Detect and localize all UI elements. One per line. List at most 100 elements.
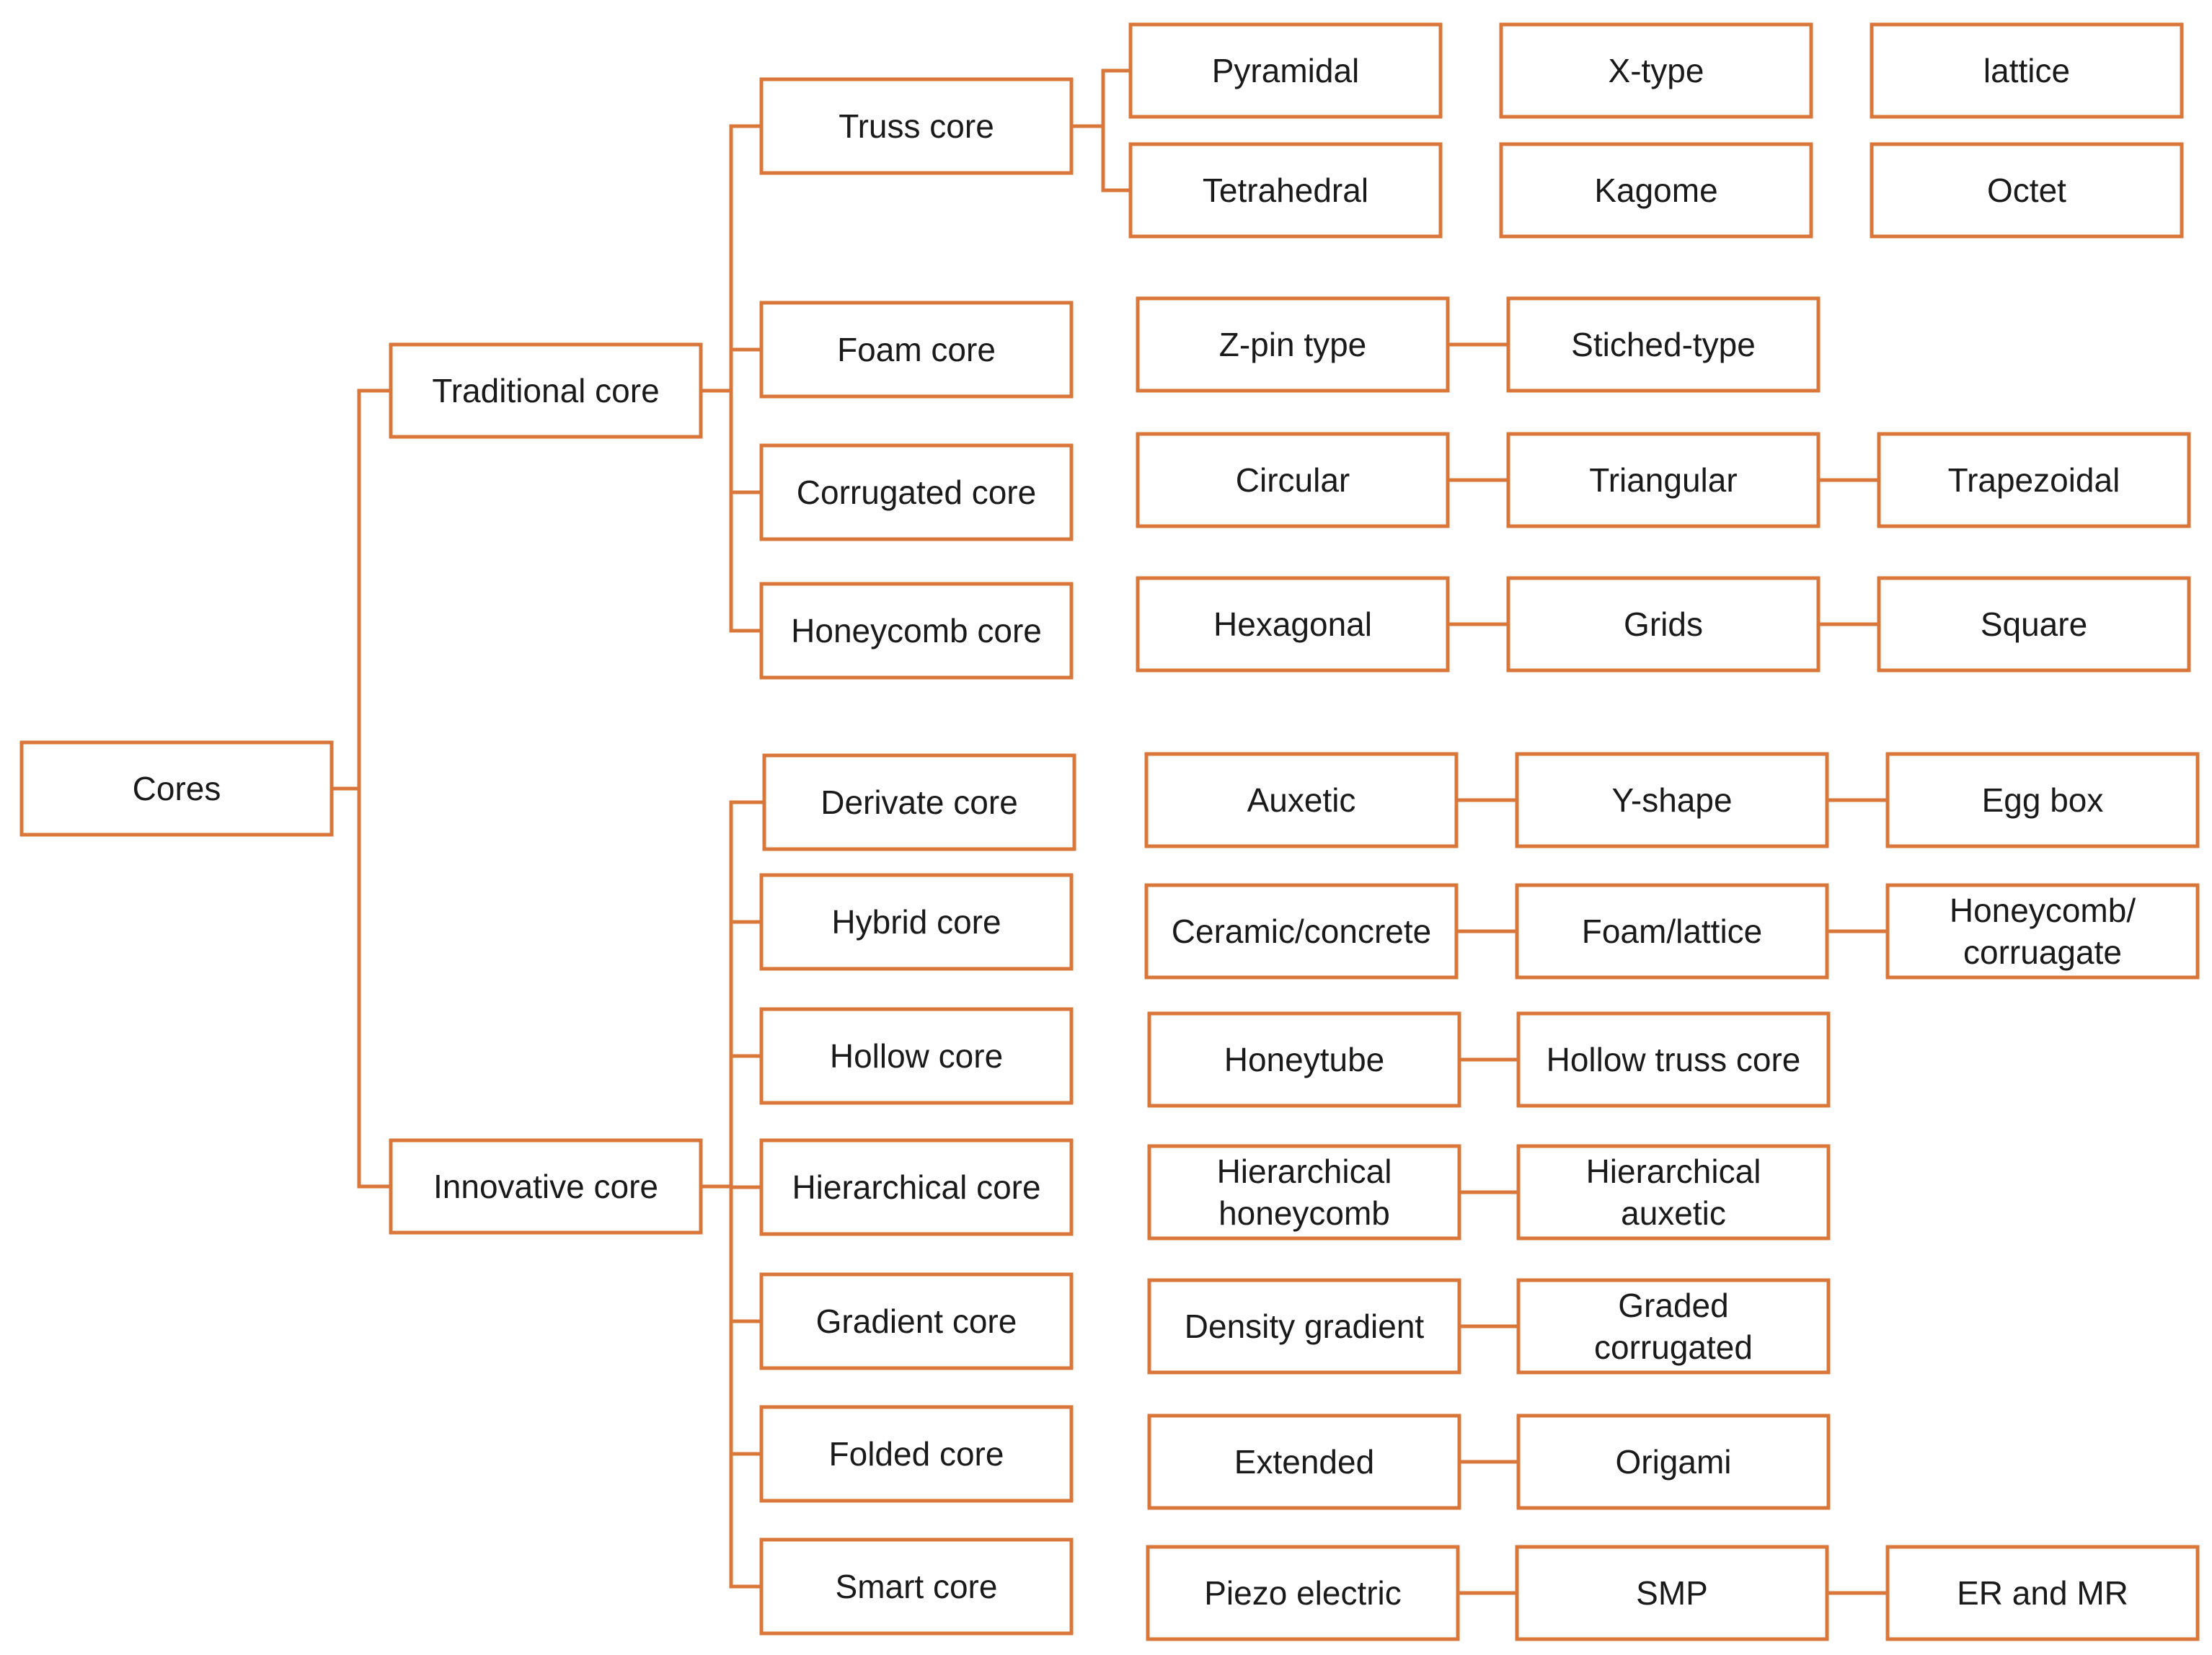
category-gradient-core-frame — [759, 1272, 1074, 1370]
example-auxetic: Auxetic — [1144, 752, 1459, 848]
category-hierarchical-core-frame — [759, 1138, 1074, 1236]
example-graded-corrugated-frame — [1516, 1278, 1831, 1375]
category-gradient-core-label: Gradient core — [816, 1303, 1017, 1340]
example-lattice-frame — [1870, 22, 2184, 119]
category-smart-core-frame — [759, 1538, 1074, 1636]
category-honeycomb-core-frame — [759, 582, 1074, 680]
category-folded-core: Folded core — [759, 1405, 1074, 1503]
example-foam-lattice: Foam/lattice — [1515, 883, 1829, 980]
example-triangular-label: Triangular — [1589, 461, 1737, 499]
example-auxetic-label: Auxetic — [1247, 781, 1356, 819]
example-grids-label: Grids — [1624, 605, 1703, 643]
category-foam-core-frame — [759, 301, 1074, 399]
category-folded-core-frame — [759, 1405, 1074, 1503]
example-circular-label: Circular — [1236, 461, 1350, 499]
example-hollow-truss-core-label: Hollow truss core — [1547, 1041, 1801, 1078]
category-truss-core-label: Truss core — [839, 107, 994, 145]
example-auxetic-frame — [1144, 752, 1459, 848]
example-hexagonal-label: Hexagonal — [1213, 605, 1372, 643]
example-grids: Grids — [1506, 576, 1821, 673]
example-ceramic-concrete: Ceramic/concrete — [1144, 883, 1459, 980]
example-z-pin-type-label: Z-pin type — [1219, 326, 1367, 363]
category-folded-core-label: Folded core — [829, 1435, 1004, 1473]
example-egg-box-label: Egg box — [1982, 781, 2104, 819]
example-triangular-frame — [1506, 432, 1821, 528]
root-node-cores-label: Cores — [133, 770, 221, 807]
example-triangular: Triangular — [1506, 432, 1821, 528]
category-hollow-core-label: Hollow core — [830, 1037, 1003, 1075]
example-foam-lattice-frame — [1515, 883, 1829, 980]
category-honeycomb-core: Honeycomb core — [759, 582, 1074, 680]
root-node-cores: Cores — [19, 740, 334, 837]
root-node-cores-frame — [19, 740, 334, 837]
category-smart-core-label: Smart core — [836, 1568, 998, 1605]
category-hierarchical-core: Hierarchical core — [759, 1138, 1074, 1236]
group-innovative-core-frame — [389, 1138, 703, 1235]
example-piezo-electric: Piezo electric — [1146, 1545, 1460, 1641]
example-hierarchical-auxetic-frame — [1516, 1144, 1831, 1241]
example-smp-label: SMP — [1636, 1574, 1708, 1612]
category-corrugated-core-label: Corrugated core — [797, 474, 1036, 511]
example-lattice: lattice — [1870, 22, 2184, 119]
example-trapezoidal-frame — [1877, 432, 2191, 528]
category-derivate-core: Derivate core — [762, 753, 1076, 851]
example-pyramidal-label: Pyramidal — [1212, 52, 1360, 89]
example-hollow-truss-core-frame — [1516, 1011, 1831, 1108]
group-innovative-core: Innovative core — [389, 1138, 703, 1235]
example-piezo-electric-frame — [1146, 1545, 1460, 1641]
category-foam-core: Foam core — [759, 301, 1074, 399]
category-derivate-core-frame — [762, 753, 1076, 851]
example-er-and-mr-frame — [1885, 1545, 2200, 1641]
category-smart-core: Smart core — [759, 1538, 1074, 1636]
example-kagome: Kagome — [1499, 142, 1813, 239]
example-foam-lattice-label: Foam/lattice — [1582, 913, 1763, 950]
example-extended-frame — [1147, 1414, 1461, 1510]
example-y-shape-frame — [1515, 752, 1829, 848]
example-y-shape: Y-shape — [1515, 752, 1829, 848]
example-smp-frame — [1515, 1545, 1829, 1641]
category-corrugated-core-frame — [759, 443, 1074, 541]
example-smp: SMP — [1515, 1545, 1829, 1641]
example-x-type-frame — [1499, 22, 1813, 119]
example-trapezoidal: Trapezoidal — [1877, 432, 2191, 528]
category-hybrid-core-label: Hybrid core — [831, 903, 1001, 941]
example-density-gradient-frame — [1147, 1278, 1461, 1375]
example-honeycomb-corruagate-label: Honeycomb/corruagate — [1950, 892, 2136, 971]
example-hexagonal-frame — [1136, 576, 1450, 673]
category-hierarchical-core-label: Hierarchical core — [792, 1168, 1040, 1206]
example-tetrahedral-frame — [1128, 142, 1443, 239]
example-stiched-type: Stiched-type — [1506, 296, 1821, 393]
example-pyramidal: Pyramidal — [1128, 22, 1443, 119]
example-hollow-truss-core: Hollow truss core — [1516, 1011, 1831, 1108]
example-trapezoidal-label: Trapezoidal — [1948, 461, 2120, 499]
example-honeycomb-corruagate-frame — [1885, 883, 2200, 980]
category-gradient-core: Gradient core — [759, 1272, 1074, 1370]
example-y-shape-label: Y-shape — [1611, 781, 1732, 819]
category-corrugated-core: Corrugated core — [759, 443, 1074, 541]
example-extended-label: Extended — [1234, 1443, 1374, 1481]
example-honeytube: Honeytube — [1147, 1011, 1461, 1108]
example-circular-frame — [1136, 432, 1450, 528]
example-er-and-mr: ER and MR — [1885, 1545, 2200, 1641]
example-honeytube-label: Honeytube — [1224, 1041, 1385, 1078]
group-traditional-core-frame — [389, 342, 703, 439]
example-stiched-type-frame — [1506, 296, 1821, 393]
category-hollow-core: Hollow core — [759, 1007, 1074, 1105]
example-honeycomb-corruagate: Honeycomb/corruagate — [1885, 883, 2200, 980]
example-density-gradient: Density gradient — [1147, 1278, 1461, 1375]
example-honeytube-frame — [1147, 1011, 1461, 1108]
example-z-pin-type: Z-pin type — [1136, 296, 1450, 393]
example-octet: Octet — [1870, 142, 2184, 239]
example-egg-box: Egg box — [1885, 752, 2200, 848]
example-square-label: Square — [1981, 605, 2087, 643]
example-hexagonal: Hexagonal — [1136, 576, 1450, 673]
example-extended: Extended — [1147, 1414, 1461, 1510]
category-hollow-core-frame — [759, 1007, 1074, 1105]
example-origami-label: Origami — [1615, 1443, 1731, 1481]
category-derivate-core-label: Derivate core — [820, 784, 1018, 821]
example-octet-frame — [1870, 142, 2184, 239]
